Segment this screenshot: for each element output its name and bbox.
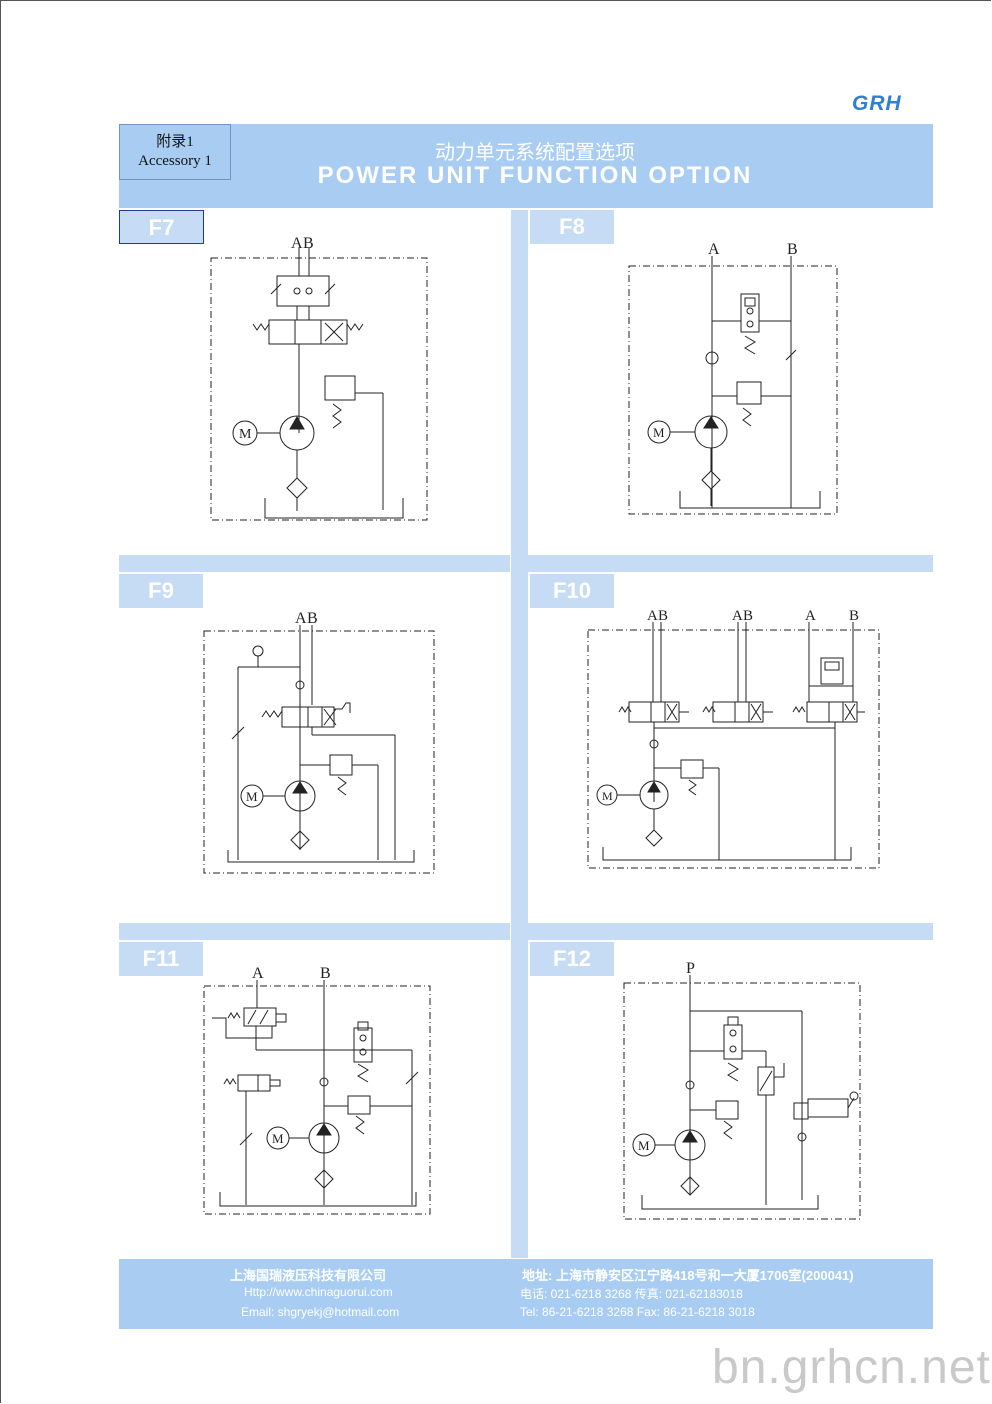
label-b: B [658, 608, 668, 624]
label-p: P [686, 960, 695, 977]
phone-cn: 电话: 021-6218 3268 传真: 021-62183018 [520, 1287, 743, 1301]
tab-f7: F7 [119, 210, 204, 244]
section-band [528, 555, 933, 572]
center-divider [511, 210, 528, 1258]
motor-m: M [602, 789, 613, 803]
brand-logo: GRH [852, 92, 902, 115]
phone-en: Tel: 86-21-6218 3268 Fax: 86-21-6218 301… [520, 1305, 755, 1319]
email-link[interactable]: Email: shgryekj@hotmail.com [241, 1305, 400, 1319]
tab-f9: F9 [119, 574, 203, 608]
appendix-box: 附录1 Accessory 1 [119, 124, 231, 180]
tab-f11: F11 [119, 942, 203, 976]
tab-f12: F12 [530, 942, 614, 976]
label-b: B [849, 608, 859, 624]
motor-m: M [246, 789, 258, 804]
title-cn: 动力单元系统配置选项 [435, 140, 635, 164]
address: 地址: 上海市静安区江宁路418号和一大厦1706室(200041) [522, 1268, 854, 1283]
diagram-f7: A B M [205, 235, 435, 528]
watermark: bn.grhcn.net [712, 1341, 991, 1394]
label-a: A [708, 241, 720, 258]
diagram-f8: A B M [625, 241, 843, 521]
motor-m: M [653, 425, 665, 440]
diagram-f12: P M [620, 960, 865, 1225]
diagram-f9: A B M [200, 610, 440, 877]
label-a: A [805, 608, 816, 624]
appendix-cn: 附录1 [156, 134, 194, 150]
section-band [528, 923, 933, 940]
motor-m: M [239, 427, 252, 442]
label-a: A [295, 610, 307, 627]
tab-f10: F10 [530, 574, 614, 608]
appendix-en: Accessory 1 [138, 153, 212, 169]
label-b: B [303, 235, 314, 252]
header-band [119, 124, 933, 208]
company-name: 上海国瑞液压科技有限公司 [230, 1268, 387, 1283]
label-b: B [787, 241, 798, 258]
title-en: POWER UNIT FUNCTION OPTION [317, 162, 753, 189]
motor-m: M [638, 1138, 650, 1153]
motor-m: M [272, 1131, 284, 1146]
footer: 上海国瑞液压科技有限公司 Http://www.chinaguorui.com … [119, 1259, 933, 1329]
diagram-f10: A B A B A B M [585, 608, 885, 874]
label-a: A [291, 235, 303, 252]
label-a: A [732, 608, 743, 624]
label-b: B [307, 610, 318, 627]
label-a: A [252, 965, 264, 982]
label-b: B [320, 965, 331, 982]
website-link[interactable]: Http://www.chinaguorui.com [244, 1285, 393, 1299]
tab-f8: F8 [530, 210, 614, 244]
label-b: B [743, 608, 753, 624]
section-band [119, 555, 510, 572]
label-a: A [647, 608, 658, 624]
section-band [119, 923, 510, 940]
diagram-f11: A B M [200, 965, 440, 1220]
